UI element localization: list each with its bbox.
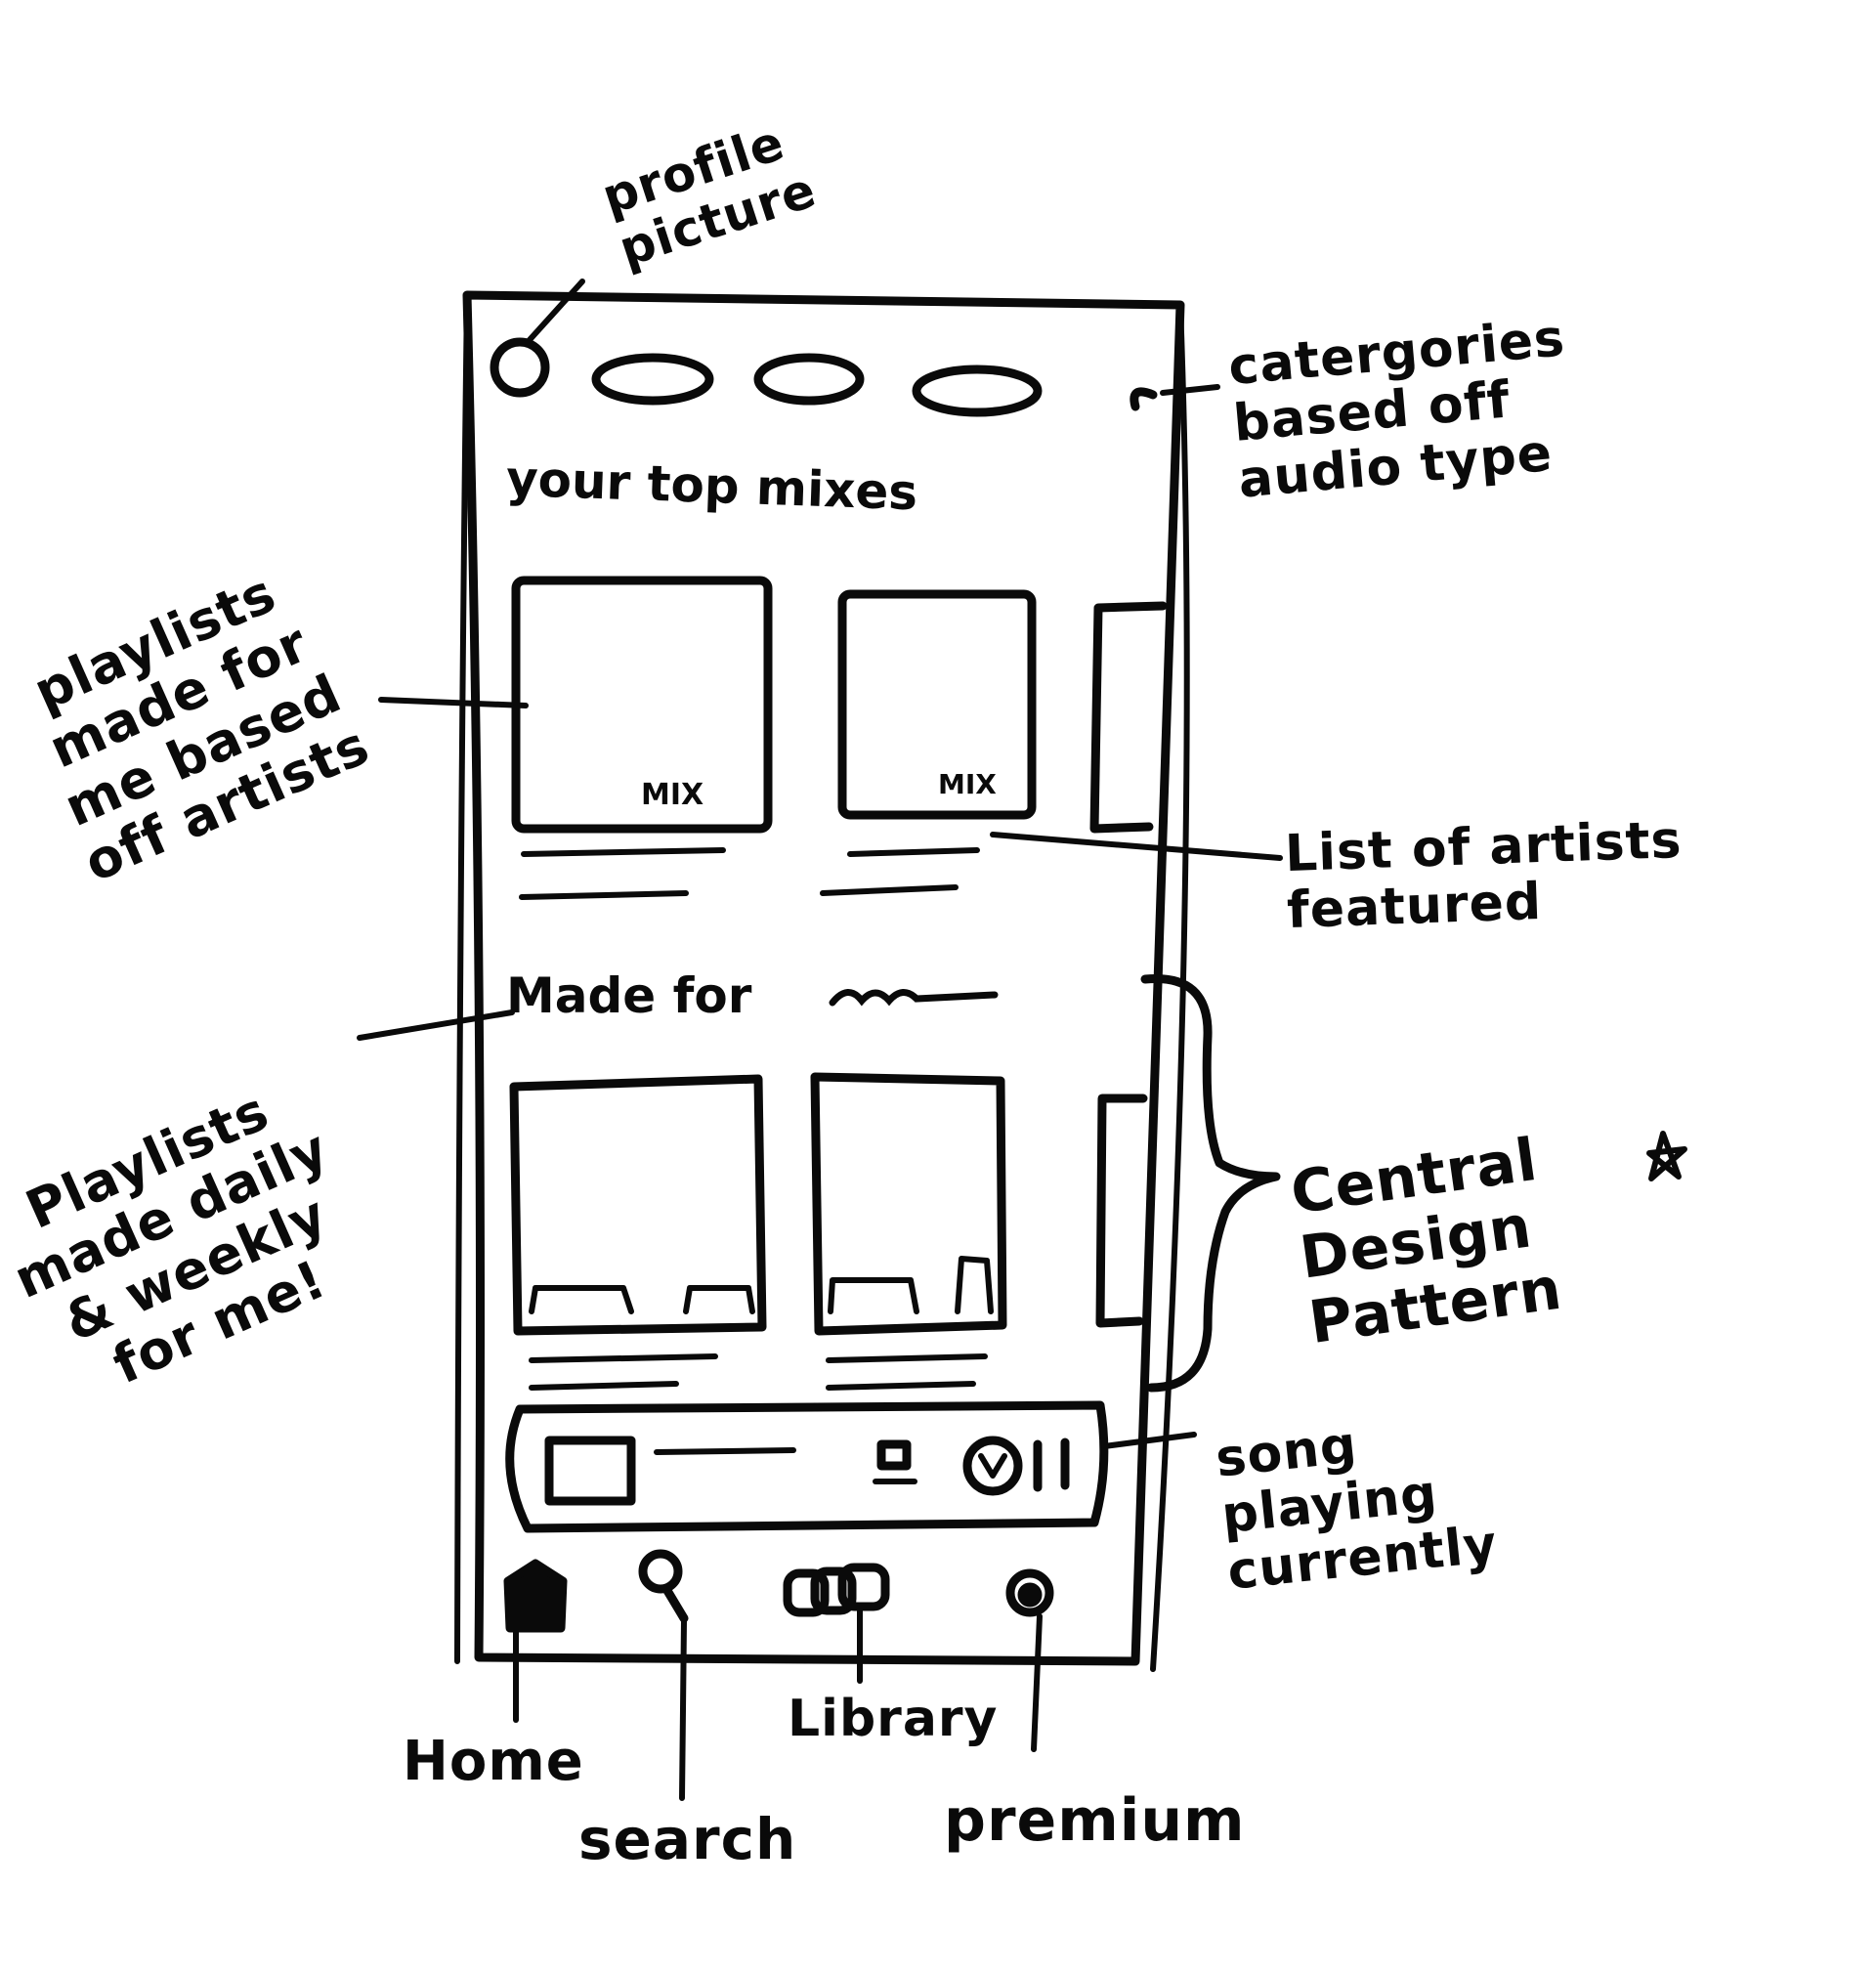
library-icon[interactable]	[783, 1568, 830, 1617]
categories-pointer	[1160, 384, 1220, 396]
annotation-song-playing: song playing currently	[1213, 1415, 1501, 1603]
central-brace	[1140, 973, 1281, 1393]
library-icon[interactable]	[837, 1563, 890, 1611]
annotation-artists-featured: List of artists featured	[1284, 810, 1684, 941]
star-icon	[1646, 1131, 1687, 1181]
section-title-made-for: Made for	[506, 967, 752, 1024]
mini-player[interactable]	[505, 1400, 1109, 1533]
profile-picture[interactable]	[490, 337, 550, 398]
search-icon-handle	[661, 1584, 689, 1623]
device-icon[interactable]	[876, 1439, 912, 1471]
mix-artist-line	[847, 847, 980, 857]
phone-frame-edge	[454, 292, 470, 1664]
mix-card[interactable]	[837, 589, 1037, 820]
playlists-pointer	[378, 697, 529, 708]
premium-icon-dot	[1017, 1582, 1043, 1608]
daily-artist-line	[826, 1353, 988, 1363]
daily-card-inner	[828, 1256, 994, 1314]
category-pill-partial	[1130, 387, 1158, 411]
search-pointer	[679, 1617, 687, 1801]
daily-artist-line	[529, 1353, 718, 1363]
mix-artist-line	[820, 884, 959, 896]
nav-label-home: Home	[403, 1730, 584, 1793]
now-playing-title	[654, 1447, 796, 1455]
profile-pointer	[525, 279, 585, 345]
daily-artist-line	[529, 1381, 679, 1391]
like-icon-mark	[978, 1453, 1007, 1479]
mix-card-peek	[1089, 601, 1168, 834]
search-icon[interactable]	[638, 1549, 683, 1594]
mix-label: MIX	[938, 768, 997, 800]
made-for-pointer	[357, 1009, 515, 1041]
daily-artist-line	[826, 1381, 976, 1391]
song-pointer	[1101, 1432, 1197, 1449]
annotation-categories: catergories based off audio type	[1225, 309, 1568, 511]
home-icon[interactable]	[503, 1559, 568, 1633]
phone-frame	[462, 290, 1185, 1666]
category-pill[interactable]	[591, 353, 714, 406]
like-icon[interactable]	[962, 1436, 1023, 1496]
mix-artist-line	[521, 847, 726, 857]
daily-card[interactable]	[810, 1072, 1007, 1336]
library-icon[interactable]	[810, 1566, 857, 1615]
nav-label-search: search	[578, 1806, 797, 1872]
artists-pointer	[990, 832, 1283, 861]
nav-label-library: Library	[788, 1690, 999, 1748]
premium-pointer	[1031, 1613, 1043, 1752]
daily-card-inner	[529, 1285, 755, 1314]
now-playing-cover	[544, 1436, 636, 1506]
mix-label: MIX	[641, 778, 704, 812]
premium-icon[interactable]	[1005, 1568, 1054, 1617]
category-pill[interactable]	[753, 353, 865, 406]
nav-label-premium: premium	[944, 1786, 1246, 1855]
annotation-central-pattern: Central Design Pattern	[1286, 1125, 1567, 1358]
mix-artist-line	[519, 890, 689, 900]
category-pill[interactable]	[912, 365, 1043, 417]
daily-card[interactable]	[509, 1074, 767, 1336]
daily-card-peek	[1095, 1094, 1148, 1328]
username-scribble	[829, 989, 999, 1007]
